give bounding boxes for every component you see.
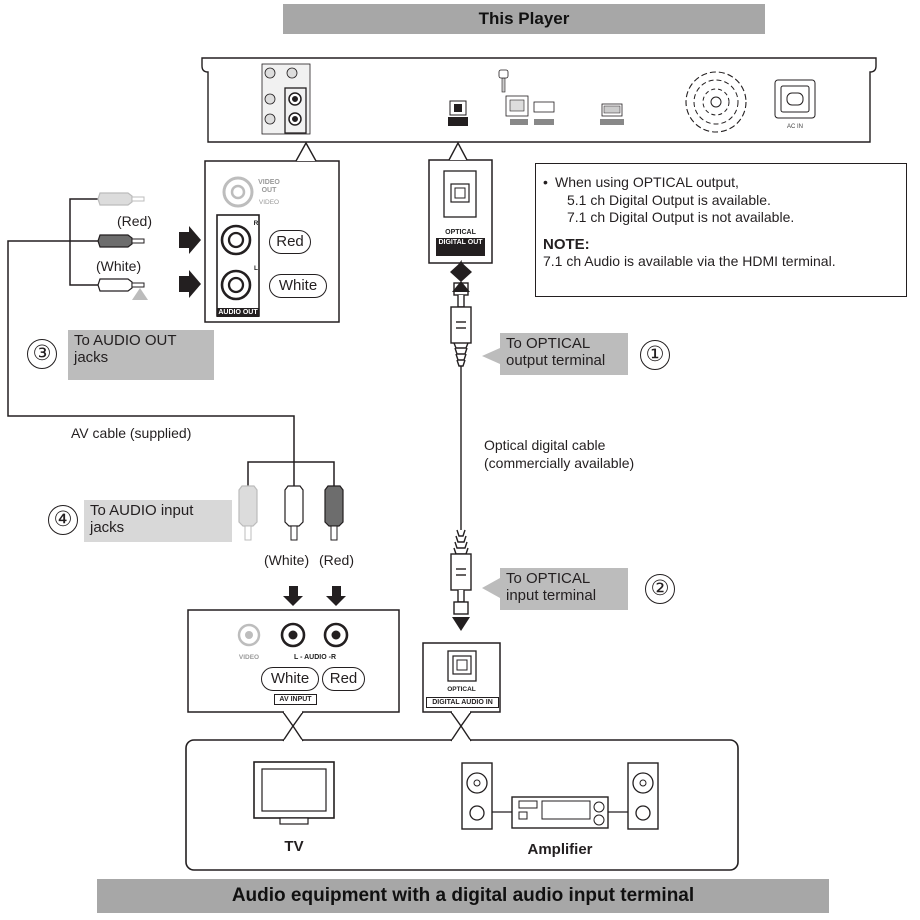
note-line3: 7.1 ch Digital Output is not available.	[567, 209, 795, 225]
white-pill: White	[269, 274, 327, 298]
note-line2: 5.1 ch Digital Output is available.	[567, 191, 771, 208]
audio-out-label: AUDIO OUT	[217, 308, 259, 317]
digital-audio-in-label: DIGITAL AUDIO IN	[426, 697, 499, 708]
plug-video-icon	[97, 192, 145, 206]
note-text: 7.1 ch Audio is available via the HDMI t…	[543, 253, 836, 269]
cable-white-label: (White)	[96, 258, 142, 274]
step-3-number: ③	[27, 339, 57, 369]
tv-red-pill: Red	[322, 667, 365, 691]
note-bullet: When using OPTICAL output,	[543, 174, 902, 192]
bottom-plug-video-icon	[238, 485, 258, 541]
av-input-label: AV INPUT	[274, 694, 317, 705]
arrow-white-icon	[179, 270, 201, 298]
amplifier-icon	[461, 762, 659, 830]
r-label: R	[253, 220, 259, 227]
video-label: VIDEO	[258, 199, 280, 206]
video-out-label: VIDEO OUT	[258, 179, 280, 194]
tv-label: TV	[284, 838, 304, 855]
cable-red-label: (Red)	[117, 213, 153, 229]
arrow-red-icon	[179, 226, 201, 254]
amplifier-label: Amplifier	[527, 841, 593, 858]
player-back-panel: AC IN	[201, 57, 877, 143]
arrow-down-optical-icon	[452, 617, 470, 631]
tv-icon	[253, 761, 335, 825]
plug-white-icon	[97, 278, 145, 292]
bottom-white-label: (White)	[264, 552, 310, 568]
step-4-tag: To AUDIO input jacks	[84, 500, 232, 542]
svg-text:AC IN: AC IN	[787, 124, 803, 130]
bottom-red-label: (Red)	[319, 552, 355, 568]
step-3-tag: To AUDIO OUT jacks	[68, 330, 214, 380]
optical-cable-label-1: Optical digital cable	[484, 437, 606, 453]
tv-white-pill: White	[261, 667, 319, 691]
player-banner: This Player	[283, 4, 765, 34]
step-4-number: ④	[48, 505, 78, 535]
l-label: L	[254, 265, 258, 272]
audio-equipment-banner: Audio equipment with a digital audio inp…	[97, 879, 829, 913]
plug-red-icon	[97, 234, 145, 248]
amp-optical-label: OPTICAL	[447, 686, 476, 693]
optical-label: OPTICAL	[445, 229, 476, 236]
tv-video-label: VIDEO	[238, 654, 260, 661]
step-2-tag: To OPTICAL input terminal	[500, 568, 628, 610]
digital-out-label: DIGITAL OUT	[436, 238, 485, 256]
av-cable-label: AV cable (supplied)	[71, 425, 192, 441]
bottom-plug-white-icon	[284, 485, 304, 541]
step-2-number: ②	[645, 574, 675, 604]
bottom-plug-red-icon	[324, 485, 344, 541]
step-1-tag: To OPTICAL output terminal	[500, 333, 628, 375]
arrow-down-white-icon	[283, 586, 303, 606]
note-heading: NOTE:	[543, 235, 590, 253]
optical-cable-label-2: (commercially available)	[484, 455, 635, 471]
optical-cable	[450, 259, 472, 615]
arrow-down-red-icon	[326, 586, 346, 606]
tv-audio-label: L - AUDIO -R	[294, 654, 336, 661]
note-box: When using OPTICAL output, 5.1 ch Digita…	[535, 163, 907, 297]
red-pill: Red	[269, 230, 311, 254]
step-1-number: ①	[640, 340, 670, 370]
